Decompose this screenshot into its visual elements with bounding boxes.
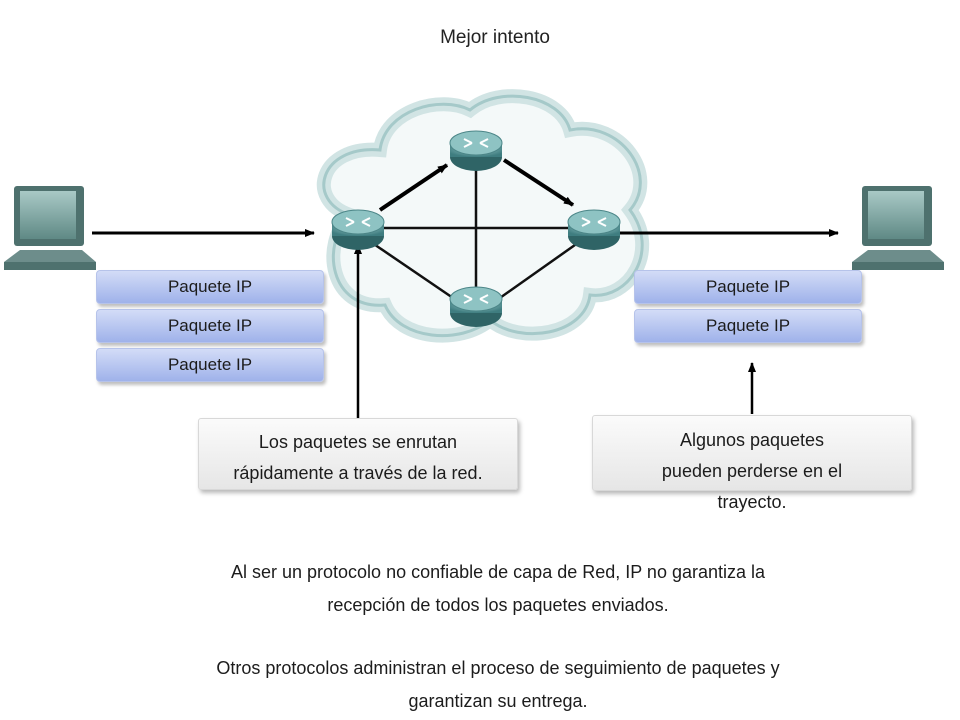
caption-other-protocols-line2: garantizan su entrega. [408, 691, 588, 711]
route-arrow-left-top [378, 163, 449, 212]
router-top-icon [449, 130, 503, 171]
link-bottom-right [496, 238, 583, 302]
network-cloud [316, 89, 650, 343]
routing-callout-line1: Los paquetes se enrutan [258, 432, 458, 452]
loss-callout-line3: trayecto. [717, 492, 787, 512]
packet-left-1: Paquete IP [96, 270, 324, 304]
source-computer-icon [4, 186, 96, 270]
router-bottom-icon [449, 286, 503, 327]
loss-callout: Algunos paquetes pueden perderse en el t… [592, 415, 912, 512]
loss-callout-line2: pueden perderse en el [661, 461, 843, 481]
network-links [358, 145, 588, 305]
caption-other-protocols: Otros protocolos administran el proceso … [0, 652, 960, 718]
packet-left-3: Paquete IP [96, 348, 324, 382]
routing-callout-line2: rápidamente a través de la red. [233, 463, 483, 483]
caption-unreliable-line2: recepción de todos los paquetes enviados… [327, 595, 669, 615]
packet-right-2: Paquete IP [634, 309, 862, 343]
packet-right-1: Paquete IP [634, 270, 862, 304]
caption-other-protocols-line1: Otros protocolos administran el proceso … [216, 658, 780, 678]
caption-unreliable-line1: Al ser un protocolo no confiable de capa… [230, 562, 766, 582]
link-left-bottom [364, 236, 457, 302]
route-arrow-top-right [502, 158, 575, 207]
diagram-title: Mejor intento [440, 27, 550, 48]
caption-unreliable: Al ser un protocolo no confiable de capa… [0, 556, 960, 622]
router-left-icon [331, 209, 385, 250]
router-right-icon [567, 209, 621, 250]
packet-left-2: Paquete IP [96, 309, 324, 343]
routing-callout: Los paquetes se enrutan rápidamente a tr… [198, 418, 518, 490]
destination-computer-icon [852, 186, 944, 270]
loss-callout-line1: Algunos paquetes [679, 430, 825, 450]
